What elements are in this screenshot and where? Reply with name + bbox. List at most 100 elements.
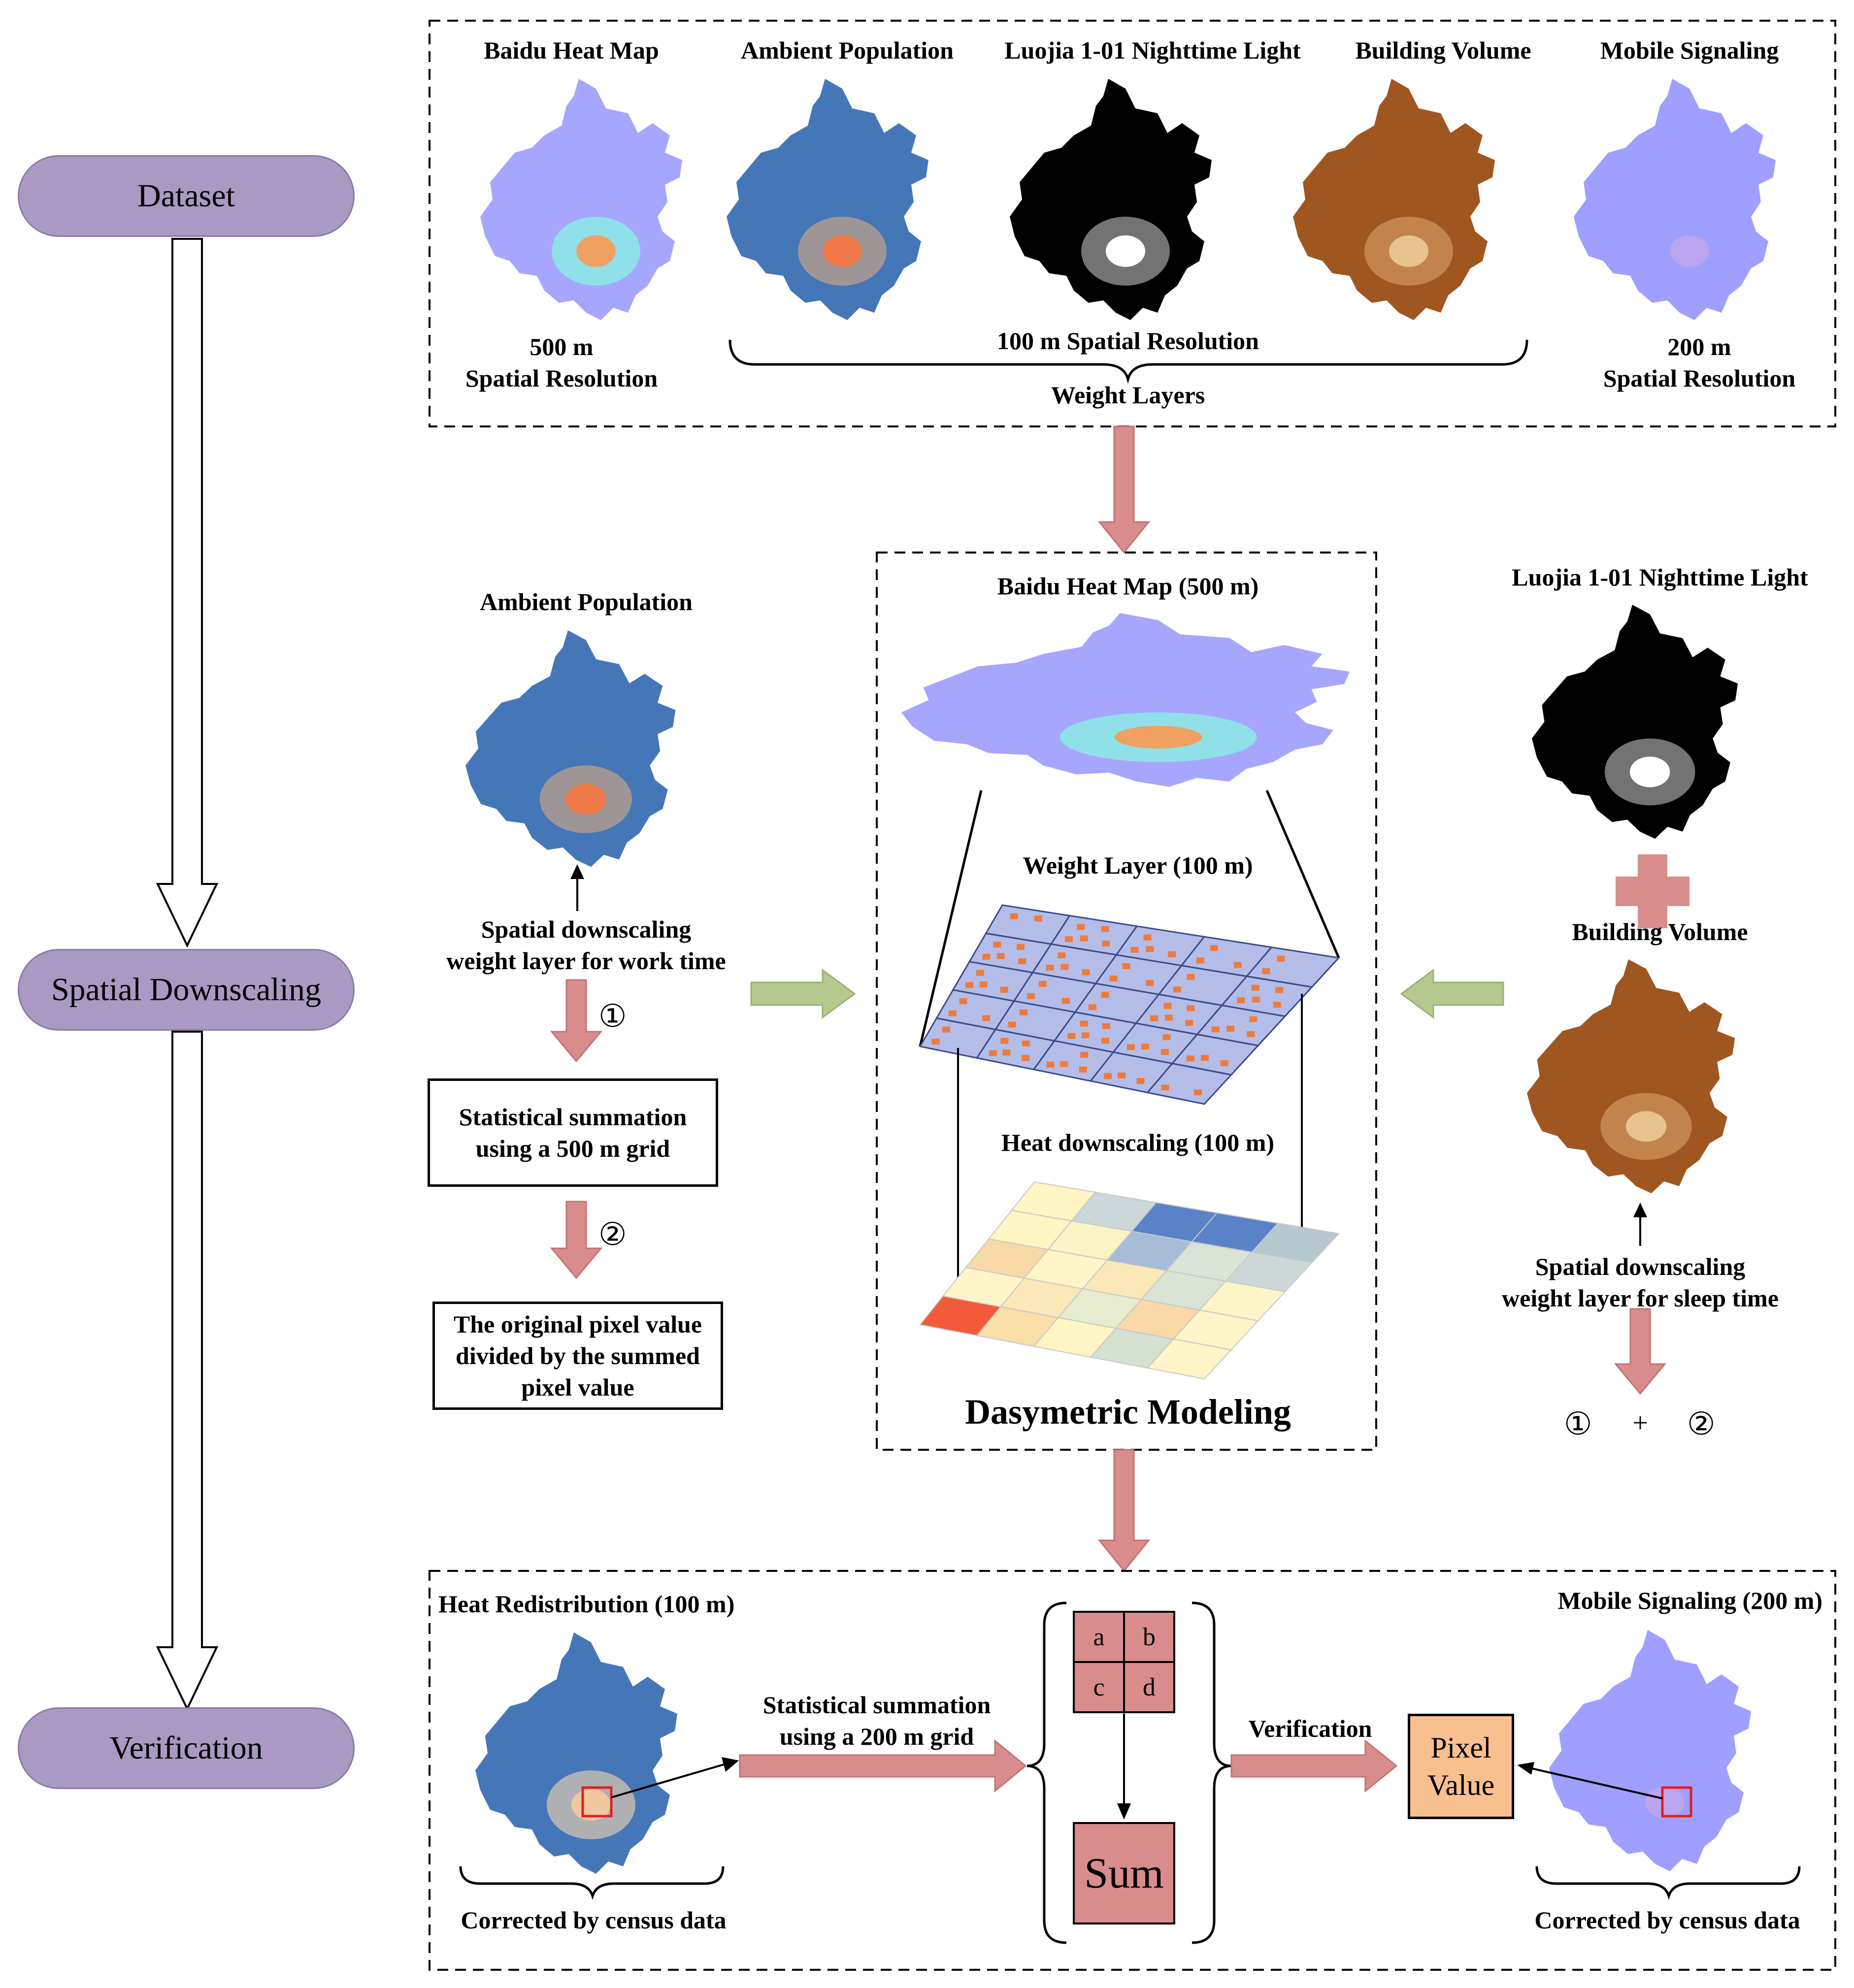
green-arrow-sleep-to-model [1400,969,1504,1019]
weight-grid-dot [1146,946,1154,952]
stage-dataset-label: Dataset [137,178,235,214]
map-title-building: Building Volume [1355,36,1531,64]
weight-grid-dot [1080,935,1088,942]
projection-line-left [919,790,983,1047]
weight-grid-dot [1079,1066,1087,1073]
weight-grid-dot [1046,1061,1055,1068]
grid-cell-a: a [1073,1611,1125,1663]
resolution-200m: 200 m Spatial Resolution [1603,333,1796,392]
baidu-500m-title: Baidu Heat Map (500 m) [997,572,1259,600]
mobile-200m-title: Mobile Signaling (200 m) [1557,1587,1822,1614]
weight-grid-dot [1067,1033,1076,1039]
weight-grid-dot [1027,993,1035,999]
weight-grid-dot [1104,1073,1112,1079]
weight-grid-dot [1143,934,1152,941]
weight-grid-dot [1161,1084,1169,1091]
weight-grid-dot [1046,964,1054,971]
dasymetric-panel [876,552,1377,1451]
weight-grid-dot [1101,1038,1109,1044]
weight-grid-dot [1081,1032,1090,1039]
grid-cell-d: d [1123,1661,1175,1713]
green-arrow-work-to-model [750,969,856,1019]
weight-grid-dot [1226,1025,1235,1032]
weight-grid-dot [1163,1003,1172,1009]
sleep-weight-up-arrowhead [1633,1203,1647,1217]
nighttime-light-map-sleep [1532,605,1738,839]
weight-grid-dot [1034,915,1042,922]
stage-arrow-1 [156,238,219,948]
weight-grid-dot [1249,1016,1258,1022]
weight-grid-dot [948,1010,957,1016]
summation-500m-box: Statistical summation using a 500 m grid [428,1078,718,1187]
weight-grid-dot [1102,941,1110,947]
heat-redistribution-map [475,1632,677,1874]
weight-grid-dot [1136,1078,1145,1084]
mobile-highlight-square [1661,1786,1692,1818]
weight-grid-dot [942,1026,950,1033]
grid-cell-c: c [1073,1661,1125,1713]
resolution-100m: 100 m Spatial Resolution [996,327,1259,355]
weight-layers-brace [728,339,1528,384]
stage-verification: Verification [18,1707,355,1789]
weight-grid-dot [1150,1015,1158,1021]
weight-grid-dot [1008,1021,1016,1028]
weight-grid-dot [1194,1089,1202,1096]
weight-grid-cell [1146,1062,1233,1105]
heat-grid-cell [1146,1338,1232,1380]
weight-grid-dot [1251,984,1259,991]
left-curly-brace [1026,1601,1067,1944]
weight-grid-dot [1065,936,1073,943]
weight-grid-dot [1000,1038,1009,1044]
stage-verification-label: Verification [109,1730,263,1766]
sleep-building-title: Building Volume [1572,918,1748,945]
step1-mark: ① [598,998,627,1035]
weight-grid-dot [1018,958,1026,965]
step2-mark: ② [598,1216,627,1253]
weight-grid-dot [1233,962,1242,968]
building-volume-map-thumbnail [1293,79,1495,320]
building-volume-map-sleep [1527,959,1735,1194]
weight-grid-dot [1022,1040,1030,1046]
weight-grid-dot [1061,998,1070,1004]
weight-grid-dot [959,998,967,1005]
ambient-population-map-work [465,630,676,867]
formula-mark-2: ② [1687,1406,1716,1442]
weight-grid-dot [1277,955,1285,962]
baidu-heat-map-500m [901,613,1350,787]
weight-grid-dot [1162,1034,1171,1041]
sum-box: Sum [1073,1822,1175,1924]
mobile-signaling-map-thumbnail [1574,79,1776,320]
weight-grid-dot [1196,957,1204,964]
weight-grid-dot [1247,1031,1255,1037]
mobile-pointer-arrowhead [1517,1762,1534,1775]
mobile-signaling-map-200m [1549,1630,1751,1871]
summation-200m-label: Statistical summation using a 200 m grid [762,1691,991,1750]
sleep-light-title: Luojia 1-01 Nighttime Light [1512,563,1808,591]
pixel-value-box: Pixel Value [1408,1714,1514,1819]
nighttime-light-map-thumbnail [1010,79,1212,320]
weight-grid-dot [1201,1055,1209,1061]
work-step1-arrow [550,979,603,1063]
right-curly-brace [1192,1601,1232,1944]
verification-panel [429,1570,1836,1971]
weight-grid-dot [1109,976,1118,982]
weight-grid-dot [1252,996,1260,1003]
formula-plus: + [1632,1408,1648,1438]
weight-layers-label: Weight Layers [1051,381,1205,409]
weight-grid-dot [1141,1043,1149,1050]
weight-grid-dot [1002,1049,1011,1056]
left-census-brace [459,1866,725,1900]
weight-grid-dot [1101,992,1109,998]
redistribution-highlight-square [581,1786,613,1818]
formula-mark-1: ① [1564,1406,1592,1442]
weight-grid-dot [1173,986,1181,993]
weight-grid-dot [1273,1002,1281,1008]
weight-grid-dot [976,970,984,976]
work-weight-label: Spatial downscaling weight layer for wor… [446,915,726,975]
stage-spatial-downscaling: Spatial Downscaling [18,949,355,1031]
weight-grid-dot [1211,1026,1220,1033]
weight-grid-dot [1126,1044,1135,1050]
flow-arrow-dataset-to-model [1097,425,1151,554]
map-title-ambient: Ambient Population [740,36,954,64]
normalization-box: The original pixel value divided by the … [432,1302,723,1410]
